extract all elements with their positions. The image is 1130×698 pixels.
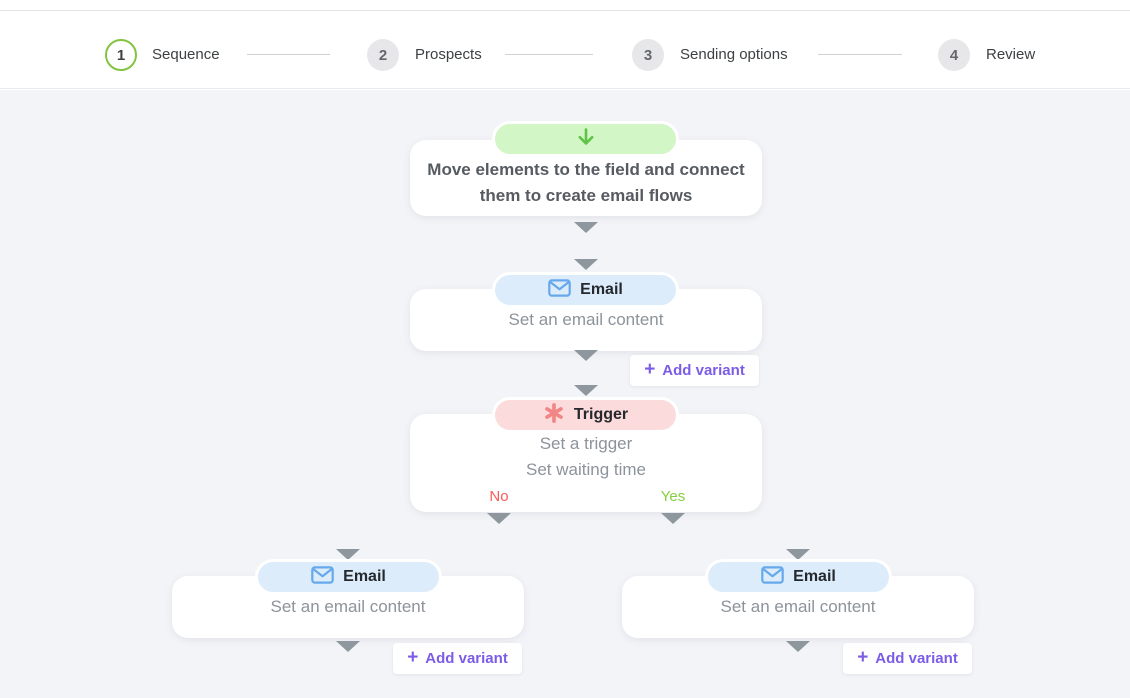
email-node-label: Email [580,281,623,298]
step-connector-line [818,54,902,55]
email-node-pill[interactable]: Email [708,562,889,592]
top-divider [0,10,1130,11]
hint-text-line2: them to create email flows [479,186,693,205]
trigger-placeholder-1: Set a trigger [539,434,633,453]
email-icon [311,565,334,589]
email-placeholder-text: Set an email content [508,310,664,329]
wizard-stepper: 1 Sequence 2 Prospects 3 Sending options… [0,11,1130,89]
step-1-label-sequence[interactable]: Sequence [152,46,220,63]
add-variant-label: Add variant [662,362,745,379]
trigger-asterisk-icon [543,402,565,429]
trigger-node-label: Trigger [573,406,629,423]
plus-icon: + [407,647,419,668]
email-node-label: Email [343,568,386,585]
step-connector-line [247,54,330,55]
branch-yes-label: Yes [660,488,686,505]
down-arrow-icon [574,125,598,154]
step-4-number: 4 [949,46,959,64]
connector-in-triangle [574,385,598,396]
email-icon [548,278,571,302]
step-1-number: 1 [116,46,126,64]
hint-card: Move elements to the field and connect t… [410,140,762,216]
add-variant-label: Add variant [425,650,508,667]
connector-out-triangle [786,641,810,652]
step-2-number: 2 [378,46,388,64]
step-4-label-review[interactable]: Review [986,46,1036,63]
connector-in-triangle [786,549,810,560]
step-3-number: 3 [643,46,653,64]
step-2-label-prospects[interactable]: Prospects [415,46,482,63]
connector-in-triangle [574,259,598,270]
add-variant-button[interactable]: + Add variant [843,643,972,674]
step-3-label-sending-options[interactable]: Sending options [680,46,788,63]
branch-no-label: No [489,488,509,505]
connector-out-triangle [336,641,360,652]
step-4-circle[interactable]: 4 [938,39,970,71]
start-node-pill[interactable] [495,124,676,154]
add-variant-label: Add variant [875,650,958,667]
connector-out-triangle [574,350,598,361]
step-connector-line [505,54,593,55]
step-1-circle[interactable]: 1 [105,39,137,71]
email-node-pill[interactable]: Email [258,562,439,592]
step-3-circle[interactable]: 3 [632,39,664,71]
add-variant-button[interactable]: + Add variant [393,643,522,674]
email-placeholder-text: Set an email content [270,597,426,616]
email-icon [761,565,784,589]
connector-in-triangle [336,549,360,560]
add-variant-button[interactable]: + Add variant [630,355,759,386]
plus-icon: + [644,359,656,380]
plus-icon: + [857,647,869,668]
connector-out-triangle [574,222,598,233]
trigger-node-pill[interactable]: Trigger [495,400,676,430]
branch-no-out-triangle [487,513,511,524]
trigger-placeholder-2: Set waiting time [526,460,646,479]
hint-text-line1: Move elements to the field and connect [427,160,745,179]
email-node-pill[interactable]: Email [495,275,676,305]
step-2-circle[interactable]: 2 [367,39,399,71]
flow-canvas[interactable]: Move elements to the field and connect t… [0,90,1130,698]
branch-yes-out-triangle [661,513,685,524]
email-node-label: Email [793,568,836,585]
trigger-card[interactable]: Set a trigger Set waiting time No Yes [410,414,762,512]
email-placeholder-text: Set an email content [720,597,876,616]
